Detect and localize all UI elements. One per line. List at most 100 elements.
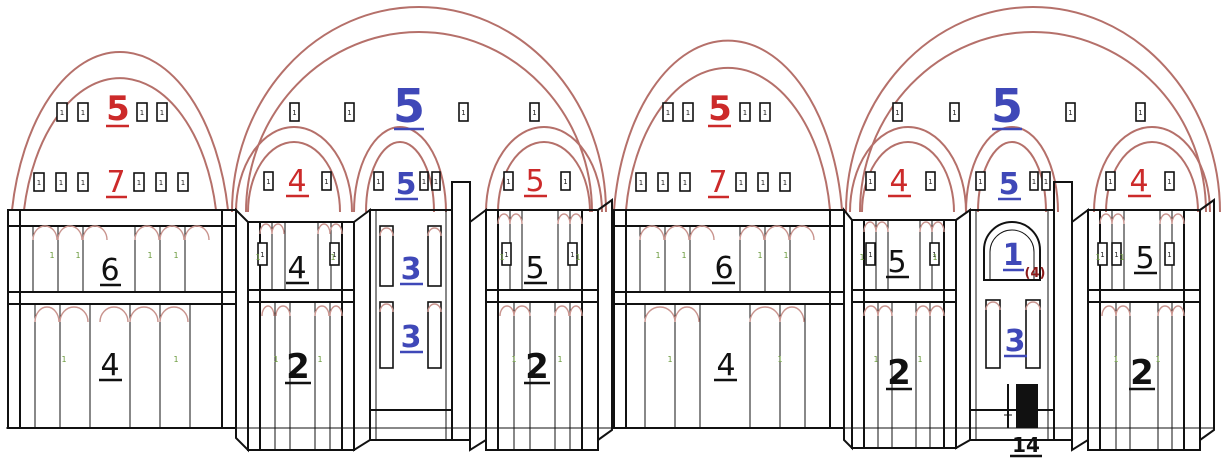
window-count-marker: 1 [757, 251, 762, 260]
window-count-marker: 1 [873, 355, 878, 364]
window-count-marker: 1 [681, 251, 686, 260]
label-4-bay-d-arch: 5 [525, 164, 544, 199]
label-5-bay-f: 5 [887, 245, 906, 280]
window-count-marker: 1 [75, 251, 80, 260]
bay-e-elevation [614, 210, 844, 428]
small-window-label: 1 [639, 179, 643, 187]
small-window-label: 1 [868, 251, 872, 259]
label-2-bay-h: 2 [1130, 353, 1154, 393]
small-window-label: 1 [1167, 251, 1171, 259]
window-count-marker: 1 [330, 253, 335, 262]
small-window-label: 1 [1167, 178, 1171, 186]
label-2-bay-d: 2 [525, 347, 549, 387]
small-window-label: 1 [59, 179, 63, 187]
bay-d-elevation [486, 200, 612, 450]
label-5-bay-h: 5 [1135, 241, 1154, 276]
small-window-label: 1 [570, 251, 574, 259]
window-count-marker: 1 [147, 251, 152, 260]
window-count-marker: 1 [1155, 355, 1160, 364]
small-window-label: 1 [434, 178, 438, 186]
window-count-marker: 1 [61, 355, 66, 364]
label-4-bay-f-arch: 4 [889, 164, 908, 199]
small-window-label: 1 [37, 179, 41, 187]
label-5-bay-c-arch: 5 [396, 167, 417, 202]
window-count-marker: 1 [1113, 355, 1118, 364]
label-5-center-left-top: 5 [393, 79, 425, 133]
small-window-label: 1 [260, 251, 264, 259]
small-window-label: 1 [763, 109, 767, 117]
bay-a-elevation [8, 210, 236, 428]
window-count-marker: 1 [655, 251, 660, 260]
small-window-label: 1 [739, 179, 743, 187]
window-count-marker: 1 [273, 355, 278, 364]
small-window-label: 1 [266, 178, 270, 186]
small-window-label: 1 [661, 179, 665, 187]
small-window-label: 1 [563, 178, 567, 186]
small-window-label: 1 [868, 178, 872, 186]
label-7-bay-e: 7 [708, 165, 727, 200]
window-count-marker: 1 [499, 253, 504, 262]
small-window-label: 1 [292, 109, 296, 117]
small-window-label: 1 [686, 109, 690, 117]
label-2-bay-f: 2 [887, 353, 911, 393]
bay-h-elevation [1088, 200, 1214, 450]
window-count-marker: 1 [917, 355, 922, 364]
small-window-label: 1 [532, 109, 536, 117]
small-window-label: 1 [1138, 109, 1142, 117]
small-window-label: 1 [60, 109, 64, 117]
label-4-bay-b-arch: 4 [287, 164, 306, 199]
label-6-bay-a: 6 [100, 253, 119, 288]
label-7-bay-a: 7 [106, 165, 125, 200]
small-window-label: 1 [506, 178, 510, 186]
window-count-marker: 1 [317, 355, 322, 364]
small-window-label: 1 [324, 178, 328, 186]
large-arches [12, 7, 1220, 212]
label-6-bay-e: 6 [714, 251, 733, 286]
small-window-label: 1 [978, 178, 982, 186]
small-window-label: 1 [376, 178, 380, 186]
window-count-marker: 1 [777, 355, 782, 364]
label-1-portal-subscript: (4) [1025, 266, 1046, 281]
window-count-marker: 1 [173, 355, 178, 364]
window-count-marker: 1 [1119, 253, 1124, 262]
small-window-label: 1 [761, 179, 765, 187]
small-window-label: 1 [159, 179, 163, 187]
small-window-label: 1 [140, 109, 144, 117]
small-window-label: 1 [1100, 251, 1104, 259]
small-windows: 1 1 1 1 1 1 1 1 1 1 1 1 1 1 1 1 1 1 1 1 1 1 1 1 1 1 1 1 1 1 1 1 1 1 1 1 1 1 1 1… [34, 103, 1174, 364]
window-count-marker: 1 [255, 253, 260, 262]
small-window-label: 1 [1032, 178, 1036, 186]
window-count-marker: 1 [1095, 253, 1100, 262]
small-window-label: 1 [160, 109, 164, 117]
label-4-bay-e: 4 [716, 348, 735, 383]
window-count-marker: 1 [557, 355, 562, 364]
label-5-bay-b: 4 [287, 251, 306, 286]
label-4-bay-h-arch: 4 [1129, 164, 1148, 199]
label-3-bay-c-upper: 3 [401, 252, 422, 287]
small-window-label: 1 [181, 179, 185, 187]
window-count-marker: 1 [667, 355, 672, 364]
small-window-label: 1 [666, 109, 670, 117]
label-5-center-right-top: 5 [991, 79, 1023, 133]
label-5-bay-a-top: 5 [106, 89, 130, 129]
bay-b-elevation [236, 210, 370, 450]
window-count-marker: 1 [575, 253, 580, 262]
bay-g-elevation [970, 182, 1088, 450]
doorway-fill [1016, 384, 1038, 428]
label-5-bay-d: 5 [525, 251, 544, 286]
small-window-label: 1 [347, 109, 351, 117]
small-window-label: 1 [683, 179, 687, 187]
small-window-label: 1 [895, 109, 899, 117]
label-5-bay-g-arch: 5 [999, 167, 1020, 202]
label-4-bay-a: 4 [100, 348, 119, 383]
label-14-entrance: 14 [1012, 433, 1040, 457]
small-window-label: 1 [952, 109, 956, 117]
window-count-marker: 1 [49, 251, 54, 260]
window-count-marker: 1 [783, 251, 788, 260]
small-window-label: 1 [422, 178, 426, 186]
label-3-bay-g: 3 [1005, 324, 1026, 359]
window-count-marker: 1 [859, 253, 864, 262]
small-window-label: 1 [1068, 109, 1072, 117]
small-window-label: 1 [504, 251, 508, 259]
window-count-marker: 1 [932, 253, 937, 262]
